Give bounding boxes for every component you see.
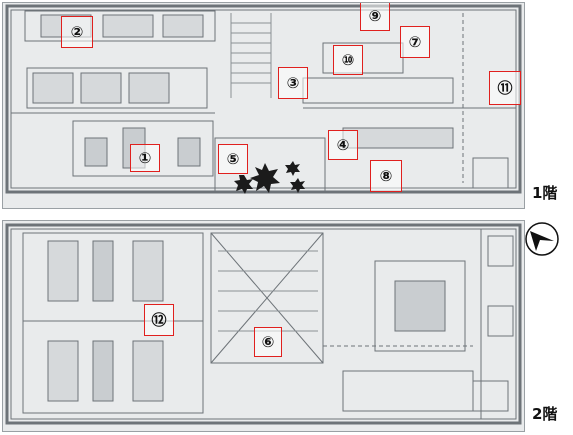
location-marker-10: ⑩	[333, 45, 363, 75]
location-marker-2: ②	[61, 16, 93, 48]
plan-2f-linework	[5, 223, 522, 425]
location-marker-4: ④	[328, 130, 358, 160]
location-marker-11: ⑪	[489, 71, 521, 105]
floor-plan-1f: ① ② ③ ④ ⑤ ⑦ ⑧ ⑨ ⑩ ⑪	[2, 2, 525, 209]
location-marker-6: ⑥	[254, 327, 282, 357]
plan-1f-linework	[5, 4, 522, 194]
floor-label-2f: 2階	[532, 405, 558, 423]
location-marker-7: ⑦	[400, 26, 430, 58]
location-marker-5: ⑤	[218, 144, 248, 174]
location-marker-8: ⑧	[370, 160, 402, 192]
floor-label-1f: 1階	[532, 184, 558, 202]
location-marker-3: ③	[278, 67, 308, 99]
location-marker-1: ①	[130, 144, 160, 172]
location-marker-9: ⑨	[360, 3, 390, 31]
courtyard-plants	[234, 161, 305, 194]
north-arrow-icon	[525, 222, 559, 256]
location-marker-12: ⑫	[144, 304, 174, 336]
floor-plan-2f: ⑥ ⑫	[2, 220, 525, 432]
